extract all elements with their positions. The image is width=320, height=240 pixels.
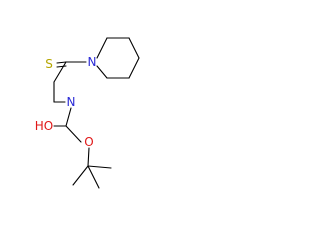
bond-ring-n-c1 bbox=[96, 37, 108, 59]
ester-oxygen-atom-label: O bbox=[84, 135, 93, 149]
bond-tbu-methyl-2 bbox=[87, 165, 112, 169]
sulfur-atom-label: S bbox=[45, 57, 53, 71]
bond-ring-c2-c3 bbox=[128, 37, 140, 59]
hydroxyl-atom-label: HO bbox=[35, 119, 53, 133]
bond-thiocarbonyl-ch2 bbox=[53, 61, 67, 83]
bond-carbonyl-o bbox=[65, 125, 82, 143]
bond-o-quaternary-c bbox=[87, 147, 90, 167]
bond-tbu-methyl-1 bbox=[72, 165, 89, 186]
molecule-canvas: S N N HO O bbox=[0, 0, 141, 214]
bond-thiocarbonyl-s-1 bbox=[56, 61, 67, 64]
ring-nitrogen-atom-label: N bbox=[88, 55, 97, 69]
molecule-structure: S N N HO O bbox=[35, 37, 140, 189]
amide-nitrogen-atom-label: N bbox=[67, 95, 76, 109]
bond-ring-c5-n bbox=[96, 65, 108, 79]
bond-ring-c3-c4 bbox=[128, 57, 140, 79]
bond-tbu-methyl-3 bbox=[87, 165, 100, 189]
piperidine-ring bbox=[96, 37, 140, 79]
bond-thiocarbonyl-s-2 bbox=[56, 65, 67, 68]
bond-nh-carbonyl bbox=[65, 107, 72, 127]
